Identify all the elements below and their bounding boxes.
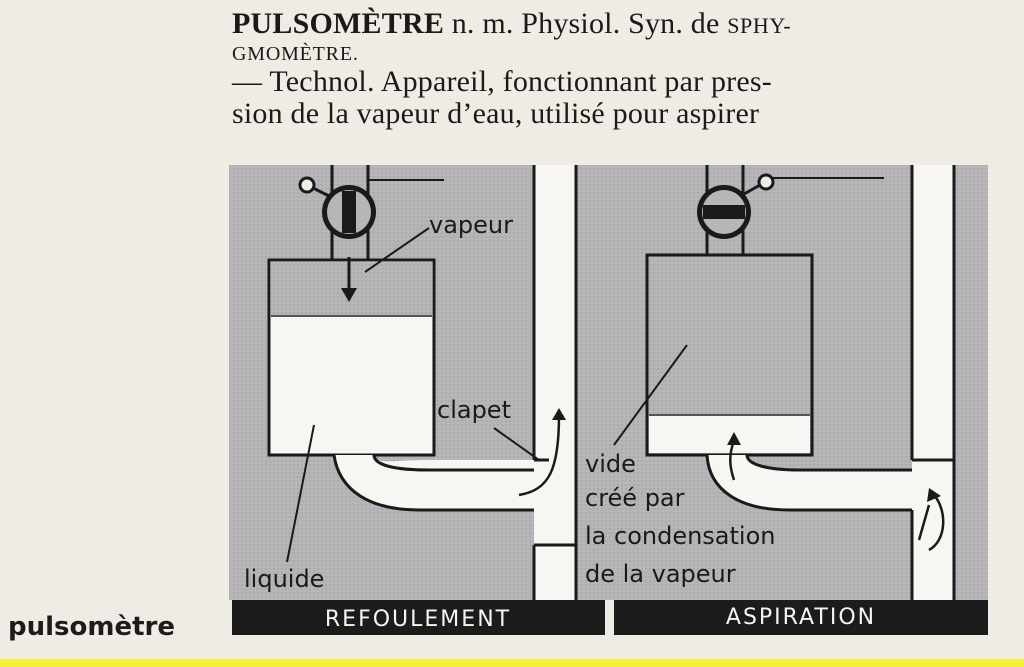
panel-refoulement: vapeur clapet liquide (229, 165, 604, 600)
synonym-part-1: SPHY- (727, 13, 792, 38)
pulsometre-diagram: vapeur clapet liquide (229, 165, 988, 635)
arrow-down-icon (341, 288, 357, 302)
entry-line-1: PULSOMÈTRE n. m. Physiol. Syn. de SPHY- (232, 8, 992, 42)
caption-aspiration: ASPIRATION (726, 605, 876, 630)
figure-side-label: pulsomètre (8, 612, 175, 642)
inlet-arrow-icon (928, 494, 945, 552)
label-vapeur: vapeur (429, 211, 513, 239)
liquid-level (649, 415, 810, 453)
caption-bar-right (614, 600, 988, 635)
headword: PULSOMÈTRE (232, 7, 445, 40)
flow-arrow-up-icon (518, 414, 561, 497)
entry-definition-start: n. m. Physiol. Syn. de (444, 7, 728, 40)
panel-aspiration: vide créé par la condensation de la vape… (578, 165, 988, 600)
label-cree-par: créé par (585, 484, 685, 512)
steam-valve-closed-icon (697, 173, 884, 239)
steam-valve-icon (298, 176, 444, 239)
caption-refoulement: REFOULEMENT (325, 607, 511, 632)
pulsometre-figure: vapeur clapet liquide (229, 160, 989, 635)
caption-bar-left (232, 600, 605, 635)
label-vide: vide (585, 450, 636, 478)
label-la-condensation: la condensation (585, 522, 776, 550)
synonym-part-2: GMOMÈTRE. (232, 43, 359, 65)
entry-line-4: sion de la vapeur d’eau, utilisé pour as… (232, 97, 760, 130)
inlet-pipe (912, 165, 954, 600)
bottom-strip (0, 659, 1024, 667)
dictionary-entry: PULSOMÈTRE n. m. Physiol. Syn. de SPHY- … (232, 8, 992, 130)
outlet-pipe (534, 165, 576, 600)
label-clapet: clapet (437, 396, 511, 424)
entry-line-2: GMOMÈTRE. (232, 42, 992, 66)
entry-line-3: — Technol. Appareil, fonctionnant par pr… (232, 65, 772, 98)
label-liquide: liquide (244, 565, 324, 593)
label-de-la-vapeur: de la vapeur (585, 560, 736, 588)
